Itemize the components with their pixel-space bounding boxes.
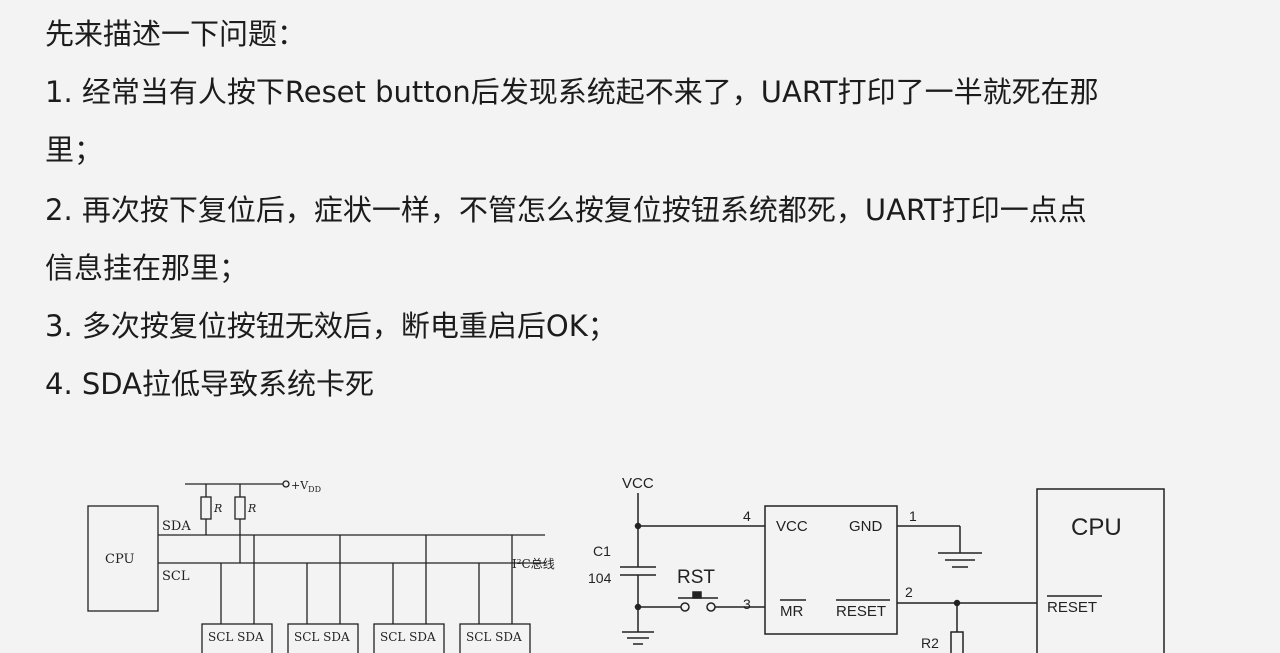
i2c-device-4 (459, 623, 531, 653)
cap-name: C1 (593, 543, 611, 559)
i2c-bus-diagram (87, 480, 545, 653)
i2c-cpu-label: CPU (105, 552, 134, 567)
ic-mr-label: MR (780, 603, 803, 620)
rst-label: RST (677, 567, 715, 588)
cpu-reset-label: RESET (1047, 599, 1097, 616)
rst-button-contact-left (680, 602, 690, 612)
ic-gnd-label: GND (849, 518, 883, 535)
issue-3: 3. 多次按复位按钮无效后，断电重启后OK； (45, 309, 617, 343)
issue-1-line-1: 1. 经常当有人按下Reset button后发现系统起不来了，UART打印了一… (45, 75, 1099, 109)
reset-ic (764, 505, 898, 635)
cap-value: 104 (588, 570, 612, 586)
i2c-device-3 (373, 623, 445, 653)
pin-2: 2 (905, 584, 913, 600)
pullup-resistor-scl (234, 496, 246, 520)
i2c-bus-label: I²C总线 (512, 557, 555, 571)
issue-1-line-2: 里； (45, 133, 104, 167)
resistor-label-1: R (213, 502, 222, 515)
pin-3: 3 (743, 596, 751, 612)
i2c-device-1 (201, 623, 273, 653)
sda-label: SDA (162, 519, 191, 534)
r2-label: R2 (921, 635, 939, 651)
device-2-pins: SCL SDA (294, 630, 350, 644)
reset-cpu-block (1036, 488, 1165, 653)
device-4-pins: SCL SDA (466, 630, 522, 644)
device-1-pins: SCL SDA (208, 630, 264, 644)
pin-4: 4 (743, 508, 751, 524)
resistor-label-2: R (247, 502, 256, 515)
intro-text: 先来描述一下问题： (45, 17, 307, 51)
reset-circuit-diagram (620, 488, 1165, 653)
i2c-device-2 (287, 623, 359, 653)
issue-2-line-2: 信息挂在那里； (45, 251, 249, 285)
issue-4: 4. SDA拉低导致系统卡死 (45, 367, 374, 401)
cpu-label: CPU (1071, 514, 1122, 541)
scl-label: SCL (162, 569, 190, 584)
issue-2-line-1: 2. 再次按下复位后，症状一样，不管怎么按复位按钮系统都死，UART打印一点点 (45, 193, 1087, 227)
i2c-cpu-block (87, 505, 159, 612)
ic-vcc-label: VCC (776, 518, 808, 535)
vdd-label: +VDD (291, 479, 321, 494)
rst-button-contact-right (706, 602, 716, 612)
pullup-resistor-sda (200, 496, 212, 520)
pin-1: 1 (909, 508, 917, 524)
vcc-label: VCC (622, 475, 654, 492)
ic-reset-label: RESET (836, 603, 886, 620)
device-3-pins: SCL SDA (380, 630, 436, 644)
resistor-r2 (950, 631, 964, 653)
